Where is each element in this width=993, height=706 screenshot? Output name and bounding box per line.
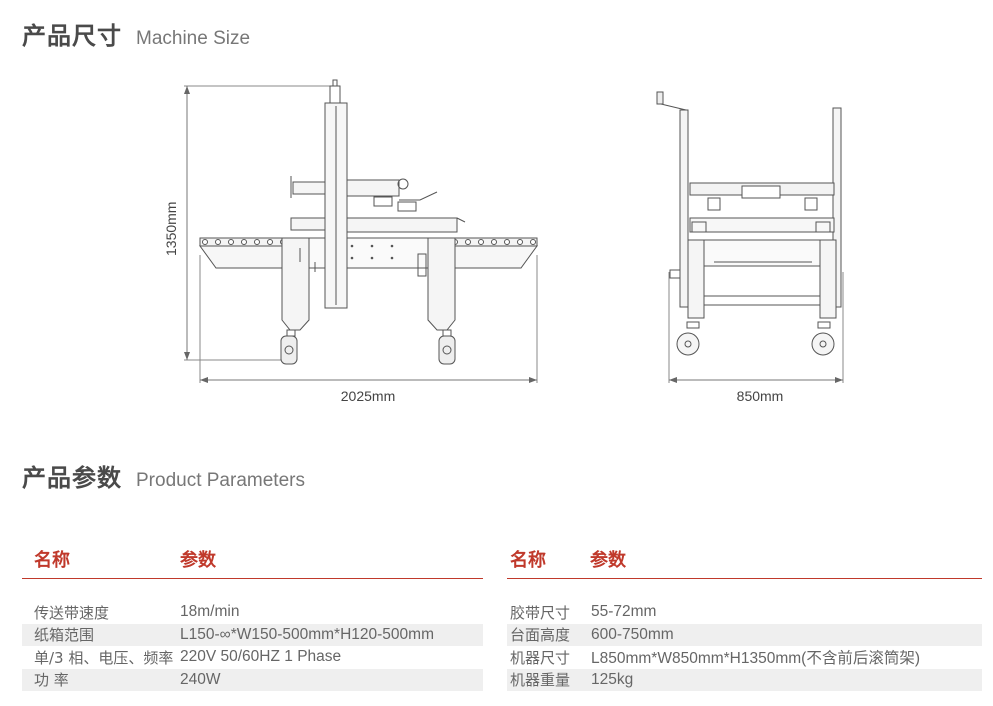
header-value: 参数: [180, 550, 216, 571]
param-name: 传送带速度: [34, 603, 110, 622]
parameters-table-left: 名称 参数 传送带速度 18m/min 纸箱范围 L150-∞*W150-500…: [22, 540, 483, 691]
param-value: 220V 50/60HZ 1 Phase: [180, 648, 342, 666]
param-name: 台面高度: [510, 626, 571, 645]
param-value: 55-72mm: [591, 603, 657, 621]
param-name: 单/3 相、电压、频率: [34, 648, 174, 667]
table-row: 机器尺寸 L850mm*W850mm*H1350mm(不含前后滚筒架): [507, 646, 982, 669]
param-value: 600-750mm: [591, 625, 674, 643]
table-row: 机器重量 125kg: [507, 668, 982, 691]
machine-size-title-zh: 产品尺寸: [22, 22, 122, 50]
table-row: 传送带速度 18m/min: [22, 601, 483, 624]
param-value: 240W: [180, 670, 221, 688]
machine-drawings: 1350mm 2025mm 850mm: [163, 79, 844, 404]
table-row: 功 率 240W: [22, 668, 483, 691]
table-row: 胶带尺寸 55-72mm: [507, 601, 982, 624]
table-row: 台面高度 600-750mm: [507, 623, 982, 646]
machine-size-title-en: Machine Size: [136, 28, 251, 49]
parameters-title-en: Product Parameters: [136, 470, 305, 491]
param-name: 纸箱范围: [34, 626, 95, 645]
length-dimension-label: 2025mm: [341, 388, 395, 404]
param-name: 胶带尺寸: [510, 603, 571, 622]
param-name: 机器尺寸: [510, 648, 571, 667]
front-view-drawing: [184, 79, 538, 383]
param-value: L850mm*W850mm*H1350mm(不含前后滚筒架): [591, 650, 921, 668]
header-name: 名称: [510, 550, 546, 571]
table-header: 名称 参数: [507, 540, 982, 579]
param-name: 机器重量: [510, 671, 571, 690]
machine-size-heading: 产品尺寸 Machine Size: [22, 16, 250, 51]
param-value: L150-∞*W150-500mm*H120-500mm: [180, 625, 434, 643]
param-value: 125kg: [591, 670, 634, 688]
param-value: 18m/min: [180, 603, 240, 621]
header-name: 名称: [34, 550, 70, 571]
product-parameters-heading: 产品参数 Product Parameters: [22, 458, 305, 493]
side-view-drawing: [656, 91, 844, 383]
table-header: 名称 参数: [22, 540, 483, 579]
width-dimension-label: 850mm: [737, 388, 784, 404]
header-value: 参数: [590, 550, 626, 571]
height-dimension-label: 1350mm: [163, 202, 179, 256]
parameters-title-zh: 产品参数: [22, 464, 122, 492]
table-row: 单/3 相、电压、频率 220V 50/60HZ 1 Phase: [22, 646, 483, 669]
parameters-table-right: 名称 参数 胶带尺寸 55-72mm 台面高度 600-750mm 机器尺寸 L…: [507, 540, 982, 691]
table-row: 纸箱范围 L150-∞*W150-500mm*H120-500mm: [22, 623, 483, 646]
param-name: 功 率: [34, 671, 69, 690]
